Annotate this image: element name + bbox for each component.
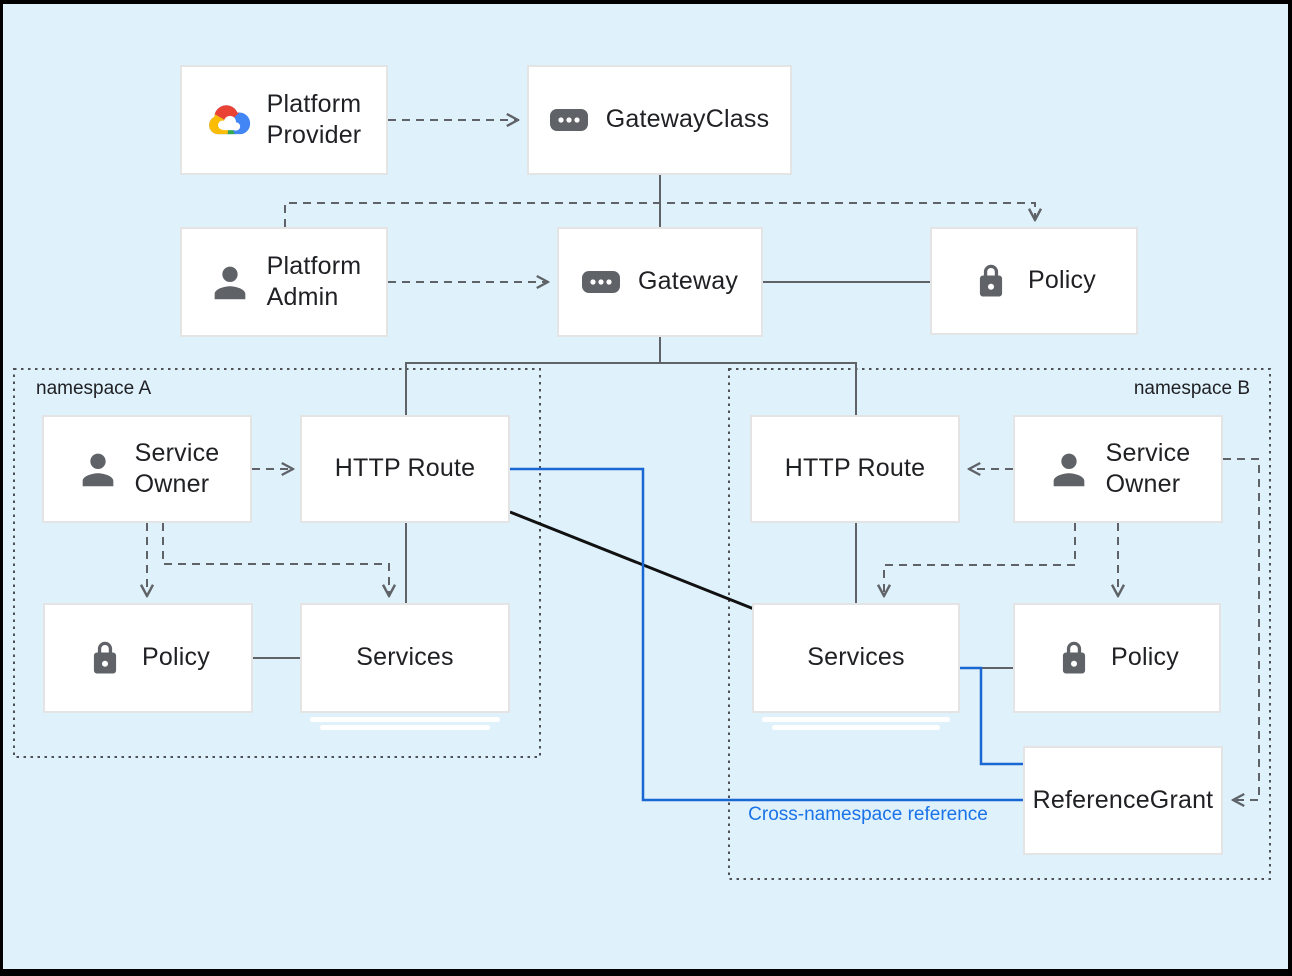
edge-owner-a-services-a (162, 523, 389, 596)
node-label: Policy (1028, 266, 1096, 295)
node-label: HTTP Route (334, 454, 476, 483)
person-icon (82, 453, 113, 487)
policy-b-node: Policy (1013, 603, 1221, 713)
namespace-a-label: namespace A (36, 378, 152, 399)
lock-icon (1062, 641, 1086, 674)
cross-namespace-reference-label: Cross-namespace reference (748, 804, 988, 825)
edge-owner-b-services-b (884, 523, 1076, 596)
edge-services-b-referencegrant (960, 666, 1025, 766)
person-icon (214, 266, 245, 300)
node-label: ReferenceGrant (1032, 785, 1214, 814)
node-label: Gateway (637, 267, 739, 296)
node-label: HTTP Route (784, 454, 926, 483)
services-a-node: Services (300, 603, 510, 730)
resource-chip-icon (581, 271, 620, 293)
node-label: Services (356, 643, 454, 672)
service-owner-a-node: Service Owner (42, 415, 252, 523)
http-route-a-node: HTTP Route (300, 415, 510, 523)
node-label: Service Owner (1105, 438, 1191, 499)
node-label: GatewayClass (605, 105, 770, 134)
resource-chip-icon (549, 109, 588, 131)
google-cloud-icon (207, 101, 253, 140)
namespace-a-boundary (13, 368, 541, 758)
platform-admin-node: Platform Admin (180, 227, 388, 337)
platform-provider-node: Platform Provider (180, 65, 388, 175)
lock-icon (93, 641, 117, 674)
http-route-b-node: HTTP Route (750, 415, 960, 523)
namespace-b-label: namespace B (1133, 378, 1250, 399)
node-label: Service Owner (134, 438, 220, 499)
services-b-node: Services (752, 603, 960, 730)
edge-cross-namespace-reference (510, 467, 1025, 802)
edge-httproute-a-services-b (509, 510, 755, 611)
edge-owner-b-referencegrant (1223, 458, 1260, 800)
person-icon (1053, 453, 1084, 487)
node-label: Policy (1111, 643, 1179, 672)
policy-a-node: Policy (43, 603, 253, 713)
gateway-node: Gateway (557, 227, 763, 337)
node-label: Platform Provider (266, 89, 362, 150)
reference-grant-node: ReferenceGrant (1023, 746, 1223, 855)
node-label: Policy (142, 643, 210, 672)
node-label: Platform Admin (266, 251, 362, 312)
edge-admin-policy (284, 202, 1035, 227)
edge-gateway-httproutes (405, 337, 857, 415)
lock-icon (979, 264, 1003, 297)
service-owner-b-node: Service Owner (1013, 415, 1223, 523)
policy-node: Policy (930, 227, 1138, 335)
gatewayclass-node: GatewayClass (527, 65, 792, 175)
node-label: Services (807, 643, 905, 672)
